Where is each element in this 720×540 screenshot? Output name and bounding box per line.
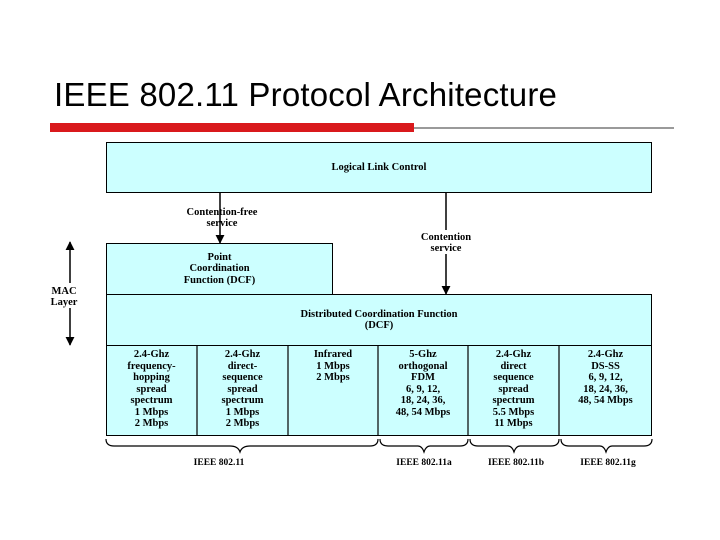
diagram-connectors bbox=[65, 193, 653, 454]
std-80211b-label: IEEE 802.11b bbox=[488, 458, 544, 468]
std-80211a-label: IEEE 802.11a bbox=[396, 458, 452, 468]
phy-infrared-label: Infrared 1 Mbps 2 Mbps bbox=[313, 349, 353, 383]
title-underline-rule bbox=[414, 127, 674, 129]
dcf-box: Distributed Coordination Function (DCF) bbox=[106, 294, 652, 346]
dcf-label: Distributed Coordination Function (DCF) bbox=[300, 308, 458, 332]
pcf-label: Point Coordination Function (DCF) bbox=[183, 251, 256, 286]
contention-free-label: Contention-free service bbox=[186, 207, 258, 229]
phy-hr-dsss-label: 2.4-Ghz direct sequence spread spectrum … bbox=[492, 349, 535, 429]
contention-label: Contention service bbox=[420, 232, 472, 254]
title-underline-accent bbox=[50, 123, 414, 132]
std-80211-label: IEEE 802.11 bbox=[193, 458, 245, 468]
phy-dsss-label: 2.4-Ghz direct- sequence spread spectrum… bbox=[221, 349, 264, 429]
phy-fhss-label: 2.4-Ghz frequency- hopping spread spectr… bbox=[127, 349, 176, 429]
phy-dividers bbox=[196, 345, 560, 436]
pcf-box: Point Coordination Function (DCF) bbox=[106, 243, 333, 295]
phy-ds-ss-label: 2.4-Ghz DS-SS 6, 9, 12, 18, 24, 36, 48, … bbox=[578, 349, 633, 406]
protocol-architecture-diagram: Logical Link Control Point Coordination … bbox=[44, 138, 664, 478]
mac-layer-label: MAC Layer bbox=[50, 286, 78, 308]
slide-title: IEEE 802.11 Protocol Architecture bbox=[54, 76, 558, 113]
llc-label: Logical Link Control bbox=[331, 161, 427, 173]
std-80211g-label: IEEE 802.11g bbox=[580, 458, 636, 468]
llc-box: Logical Link Control bbox=[106, 142, 652, 193]
phy-ofdm-label: 5-Ghz orthogonal FDM 6, 9, 12, 18, 24, 3… bbox=[395, 349, 451, 418]
standard-braces bbox=[105, 438, 653, 454]
